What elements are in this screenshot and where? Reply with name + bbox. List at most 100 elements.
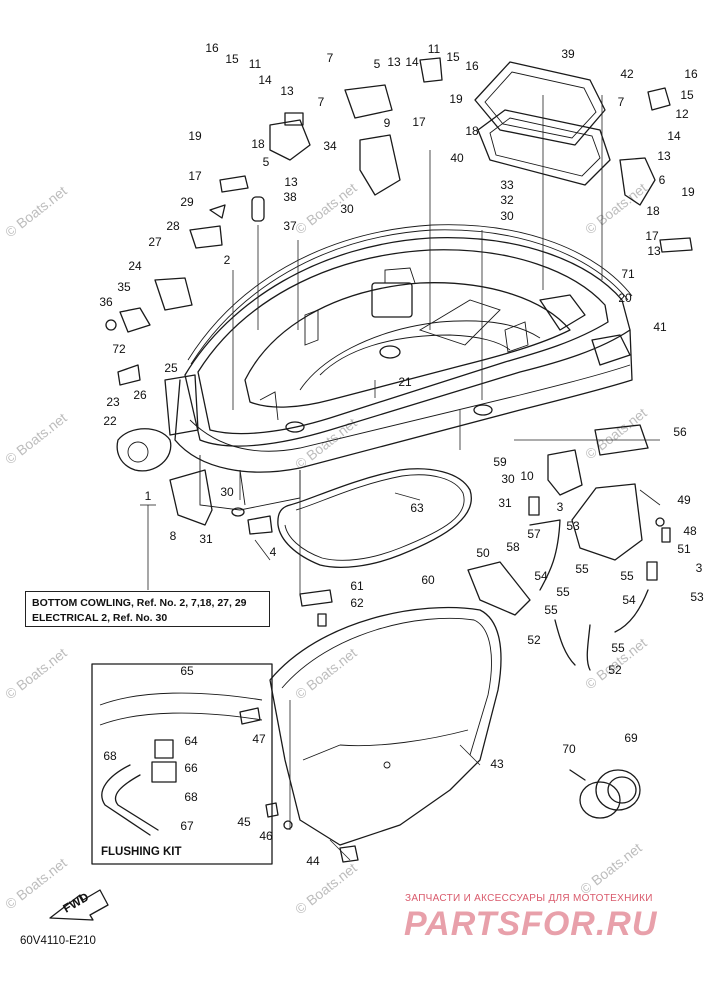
callout-21: 21 [398,375,412,389]
callout-52: 52 [608,663,622,677]
callout-7: 7 [318,95,325,109]
callout-19: 19 [188,129,202,143]
callout-18: 18 [465,124,479,138]
callout-70: 70 [562,742,576,756]
callout-36: 36 [99,295,113,309]
apron-43 [269,606,502,846]
fwd-label: FWD [61,890,92,916]
callout-5: 5 [263,155,270,169]
bottom-cowling [174,236,633,511]
callout-31: 31 [498,496,512,510]
watermark-2: © Boats.net [2,410,70,468]
callout-17: 17 [412,115,426,129]
watermark-8: © Boats.net [292,860,360,918]
callout-24: 24 [128,259,142,273]
callout-11: 11 [428,42,441,56]
callout-56: 56 [673,425,687,439]
leader-lines [140,95,661,861]
callout-69: 69 [624,731,638,745]
callout-55: 55 [620,569,634,583]
callout-32: 32 [500,193,514,207]
gasket-seal-20 [187,224,633,365]
callout-8: 8 [170,529,177,543]
callout-18: 18 [646,204,660,218]
callout-23: 23 [106,395,120,409]
diagram-code: 60V4110-E210 [20,935,96,947]
callout-30: 30 [340,202,354,216]
callout-2: 2 [224,253,231,267]
callout-15: 15 [446,50,460,64]
callout-14: 14 [667,129,681,143]
fasteners-lower [239,589,359,863]
callout-48: 48 [683,524,697,538]
callout-13: 13 [647,244,661,258]
callout-59: 59 [493,455,507,469]
watermarks: © Boats.net © Boats.net © Boats.net © Bo… [2,180,650,918]
callout-9: 9 [384,116,391,130]
callout-65: 65 [180,664,194,678]
callout-31: 31 [199,532,213,546]
callout-15: 15 [225,52,239,66]
callout-3: 3 [557,500,564,514]
hose-clamp-69-70 [569,769,641,819]
callout-54: 54 [622,593,636,607]
callout-68: 68 [184,790,198,804]
callout-1: 1 [145,489,152,503]
callout-27: 27 [148,235,162,249]
callout-43: 43 [490,757,504,771]
reference-note-line-2: ELECTRICAL 2, Ref. No. 30 [32,612,168,624]
callout-19: 19 [681,185,695,199]
reference-note-box: BOTTOM COWLING, Ref. No. 2, 7,18, 27, 29… [25,591,270,627]
callout-18: 18 [251,137,265,151]
callout-19: 19 [449,92,463,106]
callout-7: 7 [327,51,334,65]
callout-64: 64 [184,734,198,748]
callout-45: 45 [237,815,251,829]
callout-7: 7 [618,95,625,109]
callout-12: 12 [675,107,689,121]
cover-39-gasket-40 [474,61,611,186]
cowl-lock-right [619,87,693,253]
callout-17: 17 [645,229,659,243]
cowl-lock-left [189,112,311,249]
callout-63: 63 [410,501,424,515]
reference-note-line-1: BOTTOM COWLING, Ref. No. 2, 7,18, 27, 29 [32,597,247,609]
callout-30: 30 [220,485,234,499]
callout-68: 68 [103,749,117,763]
callout-60: 60 [421,573,435,587]
flushing-kit-box [91,663,273,865]
callout-41: 41 [653,320,667,334]
callout-26: 26 [133,388,147,402]
brand-logo: PARTSFOR.RU [404,905,658,943]
callout-22: 22 [103,414,117,428]
flushing-kit-title: FLUSHING KIT [101,846,182,858]
callout-5: 5 [374,57,381,71]
callout-55: 55 [575,562,589,576]
watermark-1: © Boats.net [2,183,70,241]
callout-10: 10 [520,469,534,483]
callout-53: 53 [690,590,704,604]
callout-3: 3 [696,561,703,575]
callout-13: 13 [284,175,298,189]
watermark-9: © Boats.net [582,180,650,238]
callout-17: 17 [188,169,202,183]
callout-57: 57 [527,527,541,541]
watermark-3: © Boats.net [2,645,70,703]
callout-6: 6 [659,173,666,187]
callout-44: 44 [306,854,320,868]
callout-16: 16 [684,67,698,81]
callout-62: 62 [350,596,364,610]
front-grommets [105,277,273,535]
callout-13: 13 [387,55,401,69]
callout-33: 33 [500,178,514,192]
callout-30: 30 [500,209,514,223]
callout-58: 58 [506,540,520,554]
callout-71: 71 [621,267,635,281]
callout-28: 28 [166,219,180,233]
callout-29: 29 [180,195,194,209]
callout-15: 15 [680,88,694,102]
callout-34: 34 [323,139,337,153]
callout-67: 67 [180,819,194,833]
fwd-arrow-icon: FWD [49,889,109,921]
